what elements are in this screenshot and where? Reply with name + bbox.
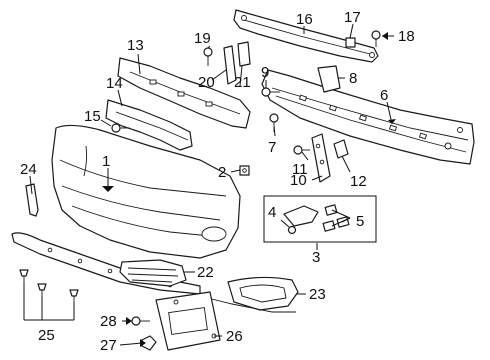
bracket-21	[237, 41, 251, 67]
callout-26: 26	[226, 328, 243, 345]
lower-grille	[119, 259, 187, 287]
callout-22: 22	[197, 264, 214, 281]
bolt-15	[111, 123, 130, 133]
callout-labels: 1 2 3 4 5 6 7 8 9 10 11 12 13 14 15 16 1…	[20, 9, 415, 354]
callout-24: 24	[20, 161, 37, 178]
license-bracket	[155, 291, 221, 351]
callout-9: 9	[261, 64, 269, 81]
kit-box	[263, 195, 377, 243]
callout-27: 27	[100, 337, 117, 354]
callout-3: 3	[312, 249, 320, 266]
callout-6: 6	[380, 87, 388, 104]
arrowheads	[102, 32, 396, 347]
fog-lamp-bezel	[207, 276, 299, 313]
lower-absorber	[105, 99, 193, 151]
callout-14: 14	[106, 75, 123, 92]
callout-5: 5	[356, 213, 364, 230]
push-pins-25	[19, 269, 79, 302]
screw-28	[131, 316, 150, 326]
callout-15: 15	[84, 108, 101, 125]
callout-12: 12	[350, 173, 367, 190]
callout-18: 18	[398, 28, 415, 45]
kit-3-parts	[283, 204, 350, 235]
callout-13: 13	[127, 37, 144, 54]
callout-23: 23	[309, 286, 326, 303]
side-trim	[25, 183, 39, 217]
callout-19: 19	[194, 30, 211, 47]
callout-20: 20	[198, 74, 215, 91]
bolt-19	[203, 47, 213, 66]
bumper-fascia	[51, 124, 241, 259]
upper-absorber	[117, 57, 251, 129]
callout-11: 11	[292, 161, 308, 178]
upper-tie-bar-bracket	[233, 9, 379, 63]
bracket-8	[317, 65, 341, 93]
callout-17: 17	[344, 9, 361, 26]
callout-1: 1	[102, 153, 110, 170]
bolt-11	[293, 145, 310, 155]
callout-16: 16	[296, 11, 313, 28]
callout-4: 4	[268, 204, 276, 221]
callout-10: 10	[290, 172, 307, 189]
nut-17	[345, 37, 356, 48]
bracket-20	[223, 45, 237, 85]
clip-12	[333, 139, 349, 159]
bolt-18	[371, 30, 381, 47]
clip-nut-2	[239, 165, 250, 176]
callout-28: 28	[100, 313, 117, 330]
callout-2: 2	[218, 164, 226, 181]
impact-bar	[261, 69, 475, 165]
callout-8: 8	[349, 70, 357, 87]
callout-7: 7	[268, 139, 276, 156]
callout-25: 25	[38, 327, 55, 344]
side-bracket-10	[311, 133, 331, 183]
callout-21: 21	[234, 74, 251, 91]
